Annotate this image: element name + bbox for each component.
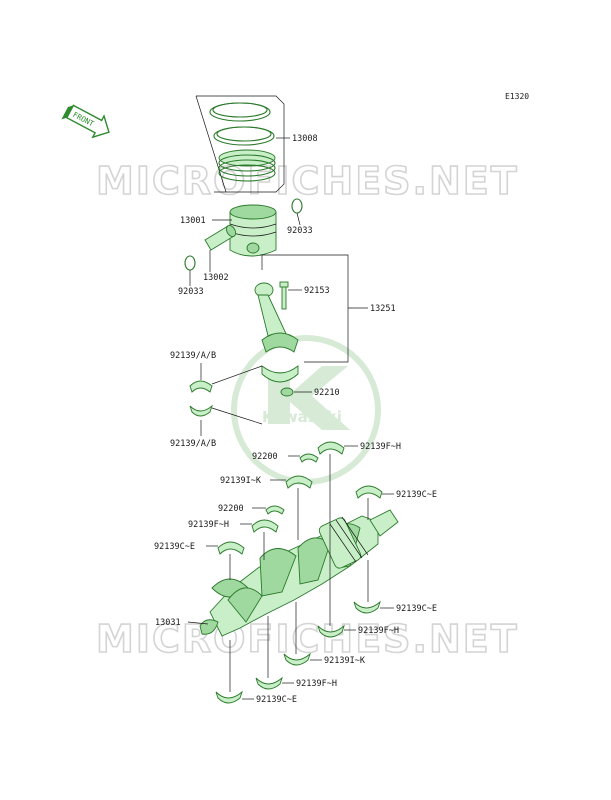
rod-cap — [261, 365, 299, 383]
main-bearing-fh-lower-right — [317, 624, 345, 638]
front-arrow-icon: FRONT — [61, 104, 110, 139]
main-bearing-ce-upper-left — [217, 541, 245, 555]
label-92139fh-upper-left: 92139F~H — [188, 520, 229, 530]
connecting-rod — [254, 282, 299, 353]
label-92153: 92153 — [304, 286, 330, 296]
label-92200-upper-left: 92200 — [218, 504, 244, 514]
main-bearing-ik-lower — [283, 652, 311, 666]
label-92139fh-lower-right: 92139F~H — [358, 626, 399, 636]
label-13251: 13251 — [370, 304, 396, 314]
label-92200-upper-right: 92200 — [252, 452, 278, 462]
label-92139ab-upper: 92139/A/B — [170, 351, 216, 361]
main-bearing-fh-upper-right — [317, 441, 345, 455]
rod-bearing-upper — [189, 380, 213, 393]
diagram-code: E1320 — [505, 92, 529, 101]
crankshaft — [199, 509, 399, 637]
label-92139ce-upper-right: 92139C~E — [396, 490, 437, 500]
label-92210: 92210 — [314, 388, 340, 398]
label-92139ce-upper-left: 92139C~E — [154, 542, 195, 552]
rod-bearing-lower — [189, 404, 213, 417]
clip-left — [184, 255, 196, 271]
label-13001: 13001 — [180, 216, 206, 226]
piston — [229, 204, 277, 257]
main-bearing-ce-lower-right — [353, 600, 381, 614]
label-92139ik-lower: 92139I~K — [324, 656, 366, 666]
label-13031: 13031 — [155, 618, 181, 628]
label-92139ce-lower-right: 92139C~E — [396, 604, 437, 614]
rod-nut — [280, 387, 294, 397]
label-92139ik-upper: 92139I~K — [220, 476, 262, 486]
main-bearing-fh-upper-left — [251, 519, 279, 533]
watermark-top: MICROFICHES.NET — [96, 159, 519, 203]
thrust-washer-upper-right — [299, 453, 319, 463]
piston-rings — [209, 102, 276, 182]
logo-text: Kawasaki — [262, 408, 342, 426]
thrust-washer-upper-left — [265, 505, 285, 515]
label-13008: 13008 — [292, 134, 318, 144]
label-92139ce-lower-left: 92139C~E — [256, 695, 297, 705]
rod-bolt — [279, 281, 289, 310]
watermark-bottom: MICROFICHES.NET — [96, 617, 519, 661]
label-92139fh-lower-left: 92139F~H — [296, 679, 337, 689]
main-bearing-ce-upper-right — [355, 485, 383, 499]
label-92033-right: 92033 — [287, 226, 313, 236]
label-92139fh-upper-right: 92139F~H — [360, 442, 401, 452]
label-92139ab-lower: 92139/A/B — [170, 439, 216, 449]
piston-pin — [204, 224, 237, 251]
label-92033-left: 92033 — [178, 287, 204, 297]
label-13002: 13002 — [203, 273, 229, 283]
main-bearing-ik-upper — [285, 475, 313, 489]
main-bearing-ce-lower-left — [215, 690, 243, 704]
main-bearing-fh-lower-left — [255, 676, 283, 690]
